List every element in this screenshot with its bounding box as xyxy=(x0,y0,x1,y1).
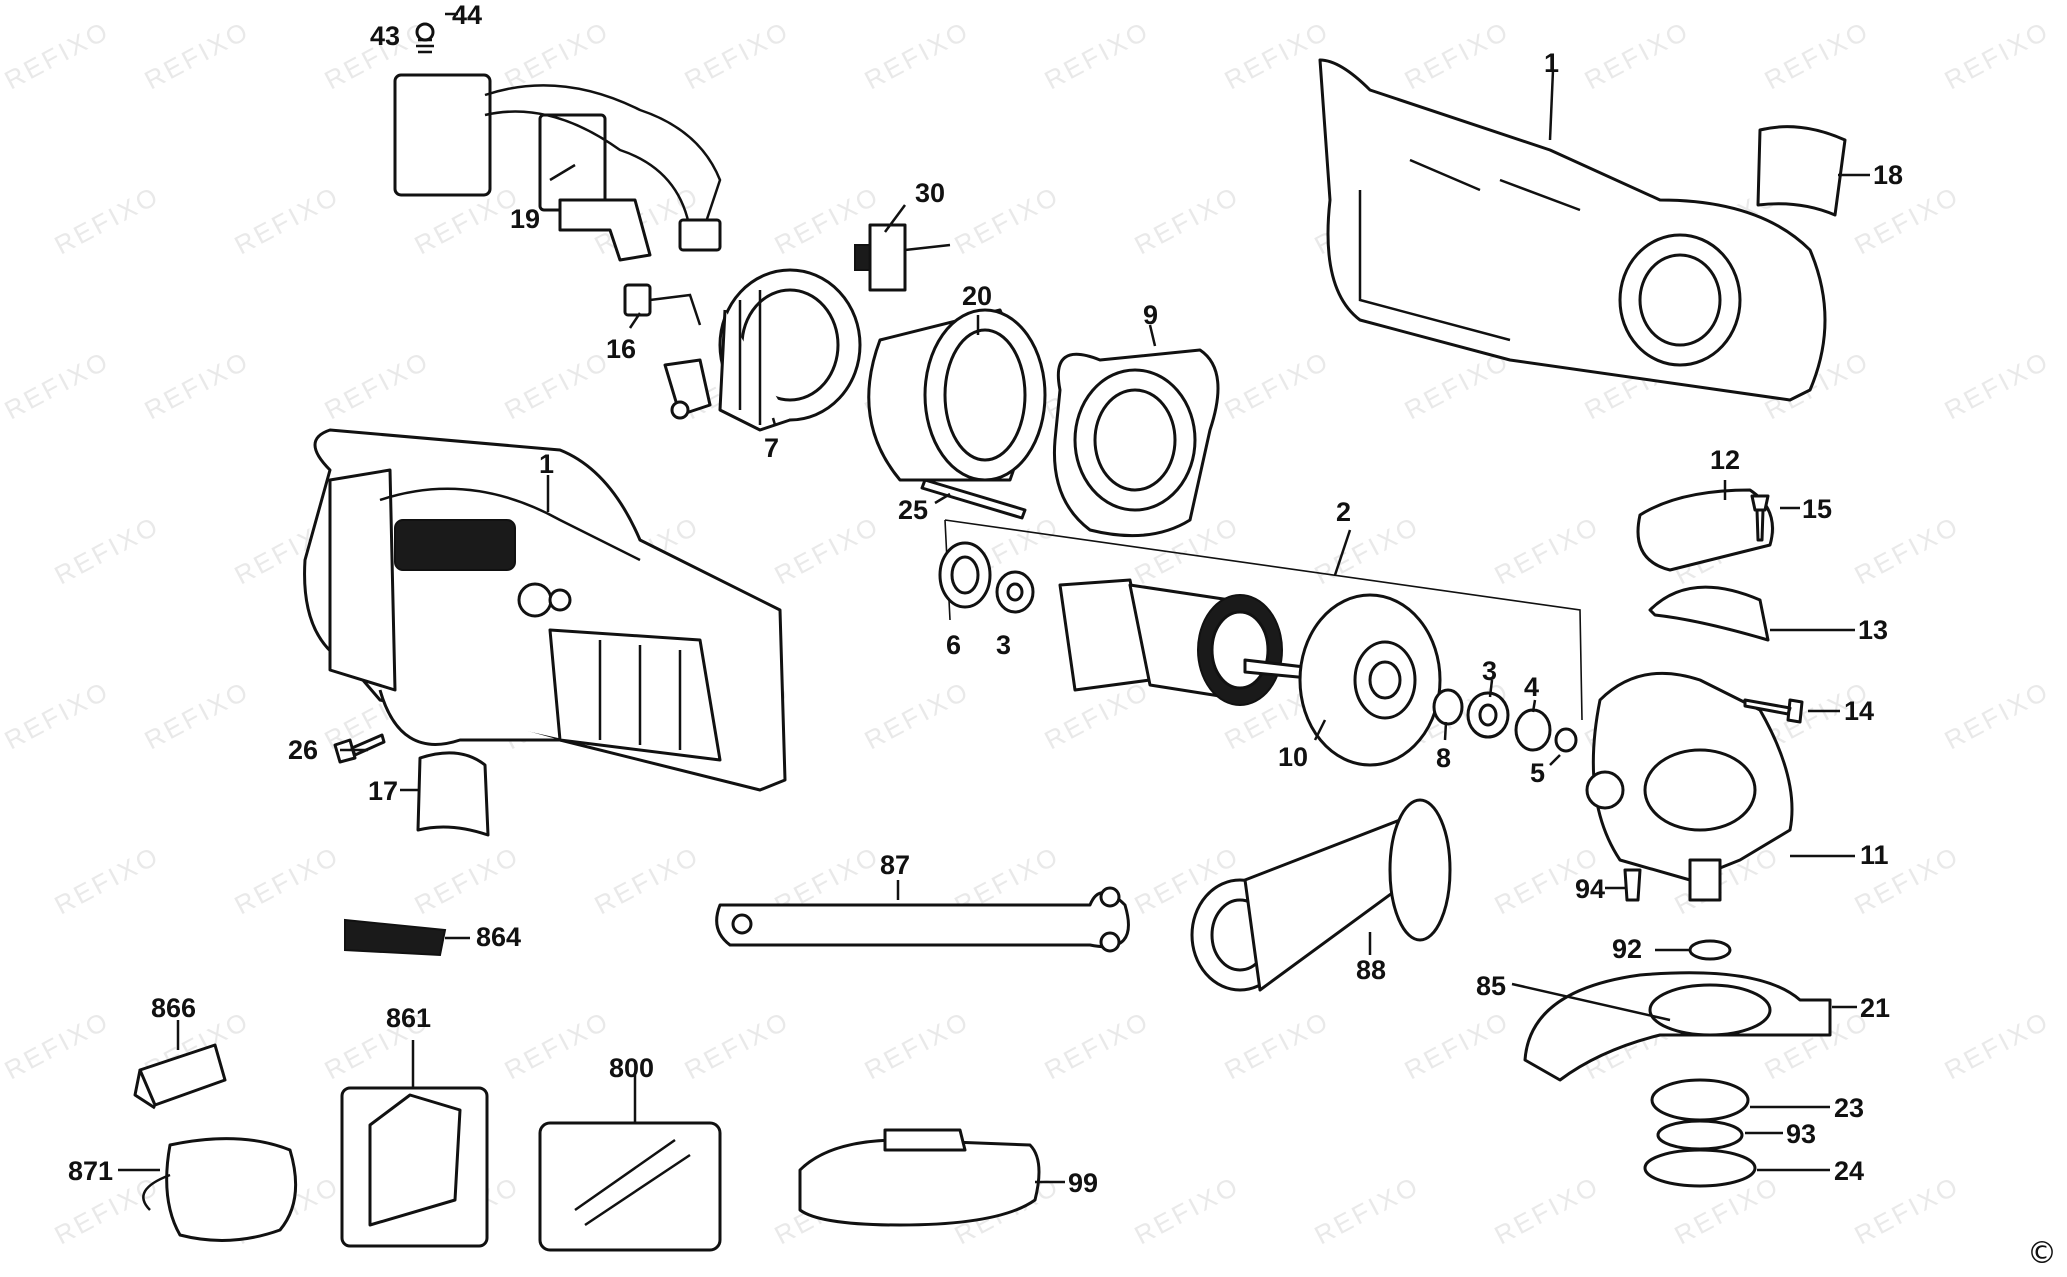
part-callout-18: 18 xyxy=(1873,160,1904,190)
part-callout-23: 23 xyxy=(1834,1093,1865,1123)
end-bell-part xyxy=(718,268,862,432)
part-callout-26: 26 xyxy=(288,735,319,765)
part-callout-3b: 3 xyxy=(1482,656,1498,686)
part-callout-85: 85 xyxy=(1476,971,1507,1001)
part-callout-99: 99 xyxy=(1068,1168,1099,1198)
shroud-kit-part xyxy=(538,1075,722,1252)
part-callout-92: 92 xyxy=(1612,934,1643,964)
part-callout-1b: 1 xyxy=(539,449,555,479)
dust-shroud-part xyxy=(798,1128,1041,1227)
part-callout-2: 2 xyxy=(1336,497,1352,527)
screw-part-26 xyxy=(333,733,386,764)
label-plate-part xyxy=(1756,125,1847,217)
part-callout-800: 800 xyxy=(609,1053,655,1083)
fan-baffle-part xyxy=(1298,593,1442,767)
pin-part xyxy=(1623,868,1642,902)
part-callout-10: 10 xyxy=(1278,742,1309,772)
part-callout-24: 24 xyxy=(1834,1156,1865,1186)
brush-holder-part xyxy=(623,223,951,420)
part-callout-43: 43 xyxy=(370,21,401,51)
wheel-guard-part xyxy=(1523,971,1832,1082)
part-callout-93: 93 xyxy=(1786,1119,1817,1149)
gasket-part xyxy=(1648,585,1770,642)
grinder-body-part xyxy=(303,428,787,792)
stator-part xyxy=(867,308,1047,482)
part-callout-88: 88 xyxy=(1356,955,1387,985)
part-callout-864: 864 xyxy=(476,922,522,952)
part-callout-12: 12 xyxy=(1710,445,1741,475)
side-handle-part xyxy=(1190,798,1452,992)
part-callout-3a: 3 xyxy=(996,630,1012,660)
outer-flange-part xyxy=(1643,1148,1757,1188)
part-callout-16: 16 xyxy=(606,334,637,364)
armature-part xyxy=(938,541,1332,706)
bearing-washers-part xyxy=(1432,688,1578,753)
part-callout-15: 15 xyxy=(1802,494,1833,524)
part-callout-94: 94 xyxy=(1575,874,1606,904)
clip-part xyxy=(344,918,447,957)
inner-flange-part xyxy=(1650,1078,1750,1122)
rod-part xyxy=(920,478,1027,520)
charger-part xyxy=(142,1137,298,1242)
copyright-mark: © xyxy=(2027,1236,2057,1271)
part-callout-861: 861 xyxy=(386,1003,432,1033)
part-callout-20: 20 xyxy=(962,281,993,311)
part-callout-25: 25 xyxy=(898,495,929,525)
part-callout-6: 6 xyxy=(946,630,962,660)
part-callout-871: 871 xyxy=(68,1156,114,1186)
part-callout-17: 17 xyxy=(368,776,399,806)
part-callout-8: 8 xyxy=(1436,743,1452,773)
spanner-part xyxy=(715,886,1130,953)
spring-washer-part xyxy=(1656,1119,1744,1151)
part-callout-9: 9 xyxy=(1143,300,1159,330)
leader-lines xyxy=(118,12,1870,1184)
gear-case-part xyxy=(1585,671,1794,902)
part-callout-44: 44 xyxy=(452,0,483,30)
label-part xyxy=(416,751,490,837)
part-callout-19: 19 xyxy=(510,204,541,234)
motor-housing-shell-part xyxy=(1318,58,1827,402)
part-callout-4: 4 xyxy=(1524,672,1540,702)
part-callout-5: 5 xyxy=(1530,758,1546,788)
part-callout-30: 30 xyxy=(915,178,946,208)
battery-part xyxy=(133,1043,227,1110)
motor-housing-part xyxy=(1052,348,1220,538)
screw-part-14 xyxy=(1743,698,1804,724)
part-callout-13: 13 xyxy=(1858,615,1889,645)
o-ring-part xyxy=(1688,939,1732,961)
gear-cover-part xyxy=(1636,488,1774,572)
part-callout-21: 21 xyxy=(1860,993,1891,1023)
part-callout-866: 866 xyxy=(151,993,197,1023)
screw-part xyxy=(1750,494,1770,542)
part-callout-14: 14 xyxy=(1844,696,1875,726)
switch-assembly-part xyxy=(393,22,722,262)
part-callout-1a: 1 xyxy=(1544,48,1560,78)
part-callout-11: 11 xyxy=(1860,840,1889,870)
kit-box-part xyxy=(340,1040,489,1248)
part-callout-7: 7 xyxy=(764,433,780,463)
part-callout-87: 87 xyxy=(880,850,911,880)
